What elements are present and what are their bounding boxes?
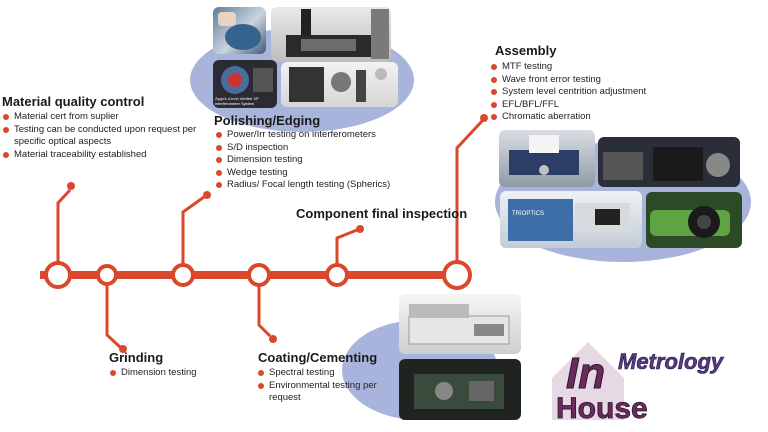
logo-house-text: House (556, 392, 648, 423)
connector-material (56, 188, 72, 275)
photo-caption: Zygo's 4-inch Verifire XP interferometer… (215, 96, 259, 106)
polishing-list: Power/Irr testing on interferometers S/D… (215, 129, 415, 192)
connector-dot-assembly (480, 114, 488, 122)
list-item: System level centrition adjustment (490, 86, 700, 99)
logo-in-text: In (566, 349, 605, 398)
node-material (44, 261, 72, 289)
photo-zygo-interferometer: Zygo's 4-inch Verifire XP interferometer… (213, 60, 277, 108)
connector-polishing (181, 195, 205, 275)
list-item: Wave front error testing (490, 74, 700, 87)
inhouse-metrology-logo: In House Metrology (552, 342, 725, 423)
list-item: Spectral testing (257, 367, 392, 380)
list-item: Chromatic aberration (490, 111, 700, 124)
connector-dot-grinding (119, 345, 127, 353)
node-polishing (171, 263, 195, 287)
node-coating (247, 263, 271, 287)
photo-environmental-chamber (399, 359, 521, 420)
connector-dot-material (67, 182, 75, 190)
photo-green-collimator (646, 192, 742, 248)
grinding-list: Dimension testing (109, 367, 239, 380)
list-item: Environmental testing per request (257, 380, 392, 405)
node-component (325, 263, 349, 287)
list-item: Material traceability established (2, 149, 202, 162)
list-item: Dimension testing (215, 154, 415, 167)
photo-trioptics-instrument: TRIOPTICS (500, 191, 642, 248)
grinding-title: Grinding (109, 350, 164, 365)
node-grinding (96, 264, 118, 286)
photo-interferometer-machine (271, 7, 391, 62)
photo-spectrophotometer (399, 294, 521, 354)
photo-edging-machine (281, 62, 398, 107)
photo-interferometer-hand (213, 7, 266, 54)
component-title: Component final inspection (296, 206, 468, 221)
list-item: Wedge testing (215, 167, 415, 180)
list-item: Testing can be conducted upon request pe… (2, 124, 202, 149)
material-title: Material quality control (2, 94, 145, 109)
connector-dot-component (356, 225, 364, 233)
connector-grinding (105, 275, 122, 349)
node-assembly (442, 260, 472, 290)
assembly-title: Assembly (495, 43, 557, 58)
list-item: S/D inspection (215, 142, 415, 155)
list-item: MTF testing (490, 61, 700, 74)
connector-component (335, 228, 358, 275)
logo-metrology-text: Metrology (618, 349, 725, 374)
brand-label: TRIOPTICS (512, 211, 545, 217)
list-item: Radius/ Focal length testing (Spherics) (215, 179, 415, 192)
coating-list: Spectral testing Environmental testing p… (257, 367, 392, 405)
polishing-title: Polishing/Edging (214, 113, 321, 128)
list-item: Dimension testing (109, 367, 239, 380)
connector-dot-polishing (203, 191, 211, 199)
connector-assembly (455, 118, 485, 275)
material-list: Material cert from suplier Testing can b… (2, 111, 202, 161)
photo-optical-bench (598, 137, 740, 187)
photo-mtf-tester (499, 130, 595, 187)
list-item: Material cert from suplier (2, 111, 202, 124)
list-item: Power/Irr testing on interferometers (215, 129, 415, 142)
coating-title: Coating/Cementing (258, 350, 378, 365)
connector-coating (257, 275, 272, 338)
connector-dot-coating (269, 335, 277, 343)
list-item: EFL/BFL/FFL (490, 99, 700, 112)
assembly-list: MTF testing Wave front error testing Sys… (490, 61, 700, 124)
